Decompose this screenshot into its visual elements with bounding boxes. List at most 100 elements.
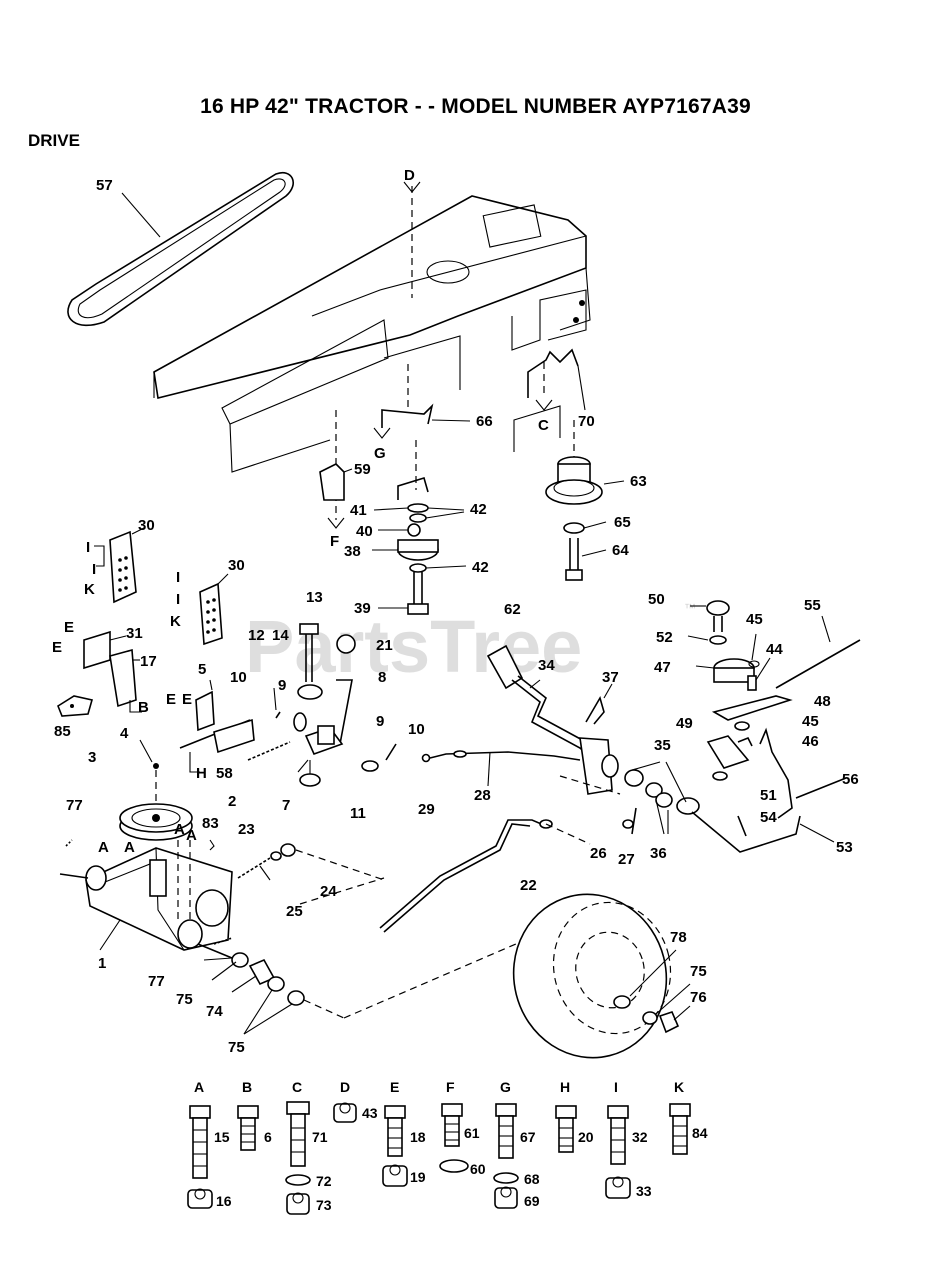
letter-A-1: A: [98, 839, 109, 856]
hardware-letter-I: I: [614, 1079, 618, 1095]
hardware-key-row: [187, 1101, 691, 1215]
callout-36: 36: [650, 845, 667, 862]
callout-77-lower: 77: [148, 973, 165, 990]
hardware-I-bolt: [605, 1105, 631, 1199]
callout-38: 38: [344, 543, 361, 560]
callout-75-left: 75: [176, 991, 193, 1008]
callout-75-right: 75: [690, 963, 707, 980]
hardware-D-nut: [333, 1102, 357, 1123]
axle-hardware: [203, 937, 517, 1035]
callout-76: 76: [690, 989, 707, 1006]
letter-F: F: [330, 533, 339, 550]
hardware-G-bolt: [493, 1103, 519, 1209]
letter-K-2: K: [170, 613, 181, 630]
callout-28: 28: [474, 787, 491, 804]
letter-D: D: [404, 167, 415, 184]
callout-21: 21: [376, 637, 393, 654]
callout-7: 7: [282, 797, 290, 814]
rod-28: [421, 750, 581, 787]
callout-8: 8: [378, 669, 386, 686]
callout-48: 48: [814, 693, 831, 710]
callout-2: 2: [228, 793, 236, 810]
drive-belt-57: [67, 171, 294, 327]
hardware-part-33: 33: [636, 1183, 652, 1199]
callout-55: 55: [804, 597, 821, 614]
callout-49: 49: [676, 715, 693, 732]
hardware-key-labels: A 15 16 B 6 C 71 72 73 D 43 E 18 19 F 61…: [194, 1079, 708, 1213]
callout-27: 27: [618, 851, 635, 868]
rod-70: [527, 348, 586, 411]
hardware-part-20: 20: [578, 1129, 594, 1145]
bracket-5: [179, 679, 255, 773]
reference-letters: D C G F I I K I I K E E E E B H A A A A: [52, 167, 549, 856]
callout-62: 62: [504, 601, 521, 618]
bracket-30-upper: [94, 527, 145, 604]
callout-51: 51: [760, 787, 777, 804]
callout-64: 64: [612, 542, 629, 559]
hardware-part-16: 16: [216, 1193, 232, 1209]
hardware-part-32: 32: [632, 1129, 648, 1145]
hardware-letter-D: D: [340, 1079, 350, 1095]
letter-H: H: [196, 765, 207, 782]
hardware-part-18: 18: [410, 1129, 426, 1145]
idler-stack-38: [372, 440, 467, 615]
callout-53: 53: [836, 839, 853, 856]
leader-D: [403, 181, 421, 298]
transaxle-1: [59, 839, 233, 959]
callout-35: 35: [654, 737, 671, 754]
hardware-part-84: 84: [692, 1125, 708, 1141]
callout-12: 12: [248, 627, 265, 644]
watermark: PartsTree: [245, 605, 582, 688]
letter-E-2: E: [52, 639, 62, 656]
hardware-letter-H: H: [560, 1079, 570, 1095]
hardware-part-61: 61: [464, 1125, 480, 1141]
hardware-K-bolt: [669, 1103, 691, 1155]
callout-45-upper: 45: [746, 611, 763, 628]
callout-24: 24: [320, 883, 337, 900]
callout-numbers: 57 70 66 63 65 64 59 41 42 40 38 42 39 3…: [54, 177, 859, 1056]
callout-37: 37: [602, 669, 619, 686]
callout-66: 66: [476, 413, 493, 430]
callout-26: 26: [590, 845, 607, 862]
rod-66: [373, 364, 471, 439]
rear-wheel: [512, 893, 691, 1059]
callout-31: 31: [126, 625, 143, 642]
callout-77-upper: 77: [66, 797, 83, 814]
callout-9-right: 9: [376, 713, 384, 730]
bracket-30-lower: [199, 573, 229, 646]
letter-I-4: I: [176, 591, 180, 608]
callout-10-right: 10: [408, 721, 425, 738]
callout-45-lower: 45: [802, 713, 819, 730]
hardware-letter-F: F: [446, 1079, 455, 1095]
spring-25: [209, 839, 385, 905]
hardware-part-43: 43: [362, 1105, 378, 1121]
callout-70: 70: [578, 413, 595, 430]
callout-34: 34: [538, 657, 555, 674]
hardware-F-bolt: [439, 1103, 469, 1173]
hardware-H-bolt: [555, 1105, 577, 1153]
callout-5: 5: [198, 661, 206, 678]
bracket-17: [83, 630, 142, 713]
rod-55: [775, 615, 861, 799]
callout-52: 52: [656, 629, 673, 646]
bracket-53: [691, 727, 835, 853]
knob-47: [687, 600, 793, 747]
hardware-A-bolt: [187, 1105, 213, 1209]
callout-30-lower: 30: [228, 557, 245, 574]
callout-11: 11: [350, 805, 366, 822]
hardware-part-69: 69: [524, 1193, 540, 1209]
hardware-part-19: 19: [410, 1169, 426, 1185]
callout-9-left: 9: [278, 677, 286, 694]
callout-1: 1: [98, 955, 106, 972]
letter-A-2: A: [124, 839, 135, 856]
letter-I-2: I: [92, 561, 96, 578]
hardware-B-bolt: [237, 1105, 259, 1151]
hardware-letter-B: B: [242, 1079, 252, 1095]
hardware-letter-E: E: [390, 1079, 399, 1095]
hardware-part-71: 71: [312, 1129, 328, 1145]
callout-13: 13: [306, 589, 323, 606]
lever-34: [486, 644, 619, 795]
letter-A-4: A: [186, 827, 197, 844]
callout-44: 44: [766, 641, 783, 658]
